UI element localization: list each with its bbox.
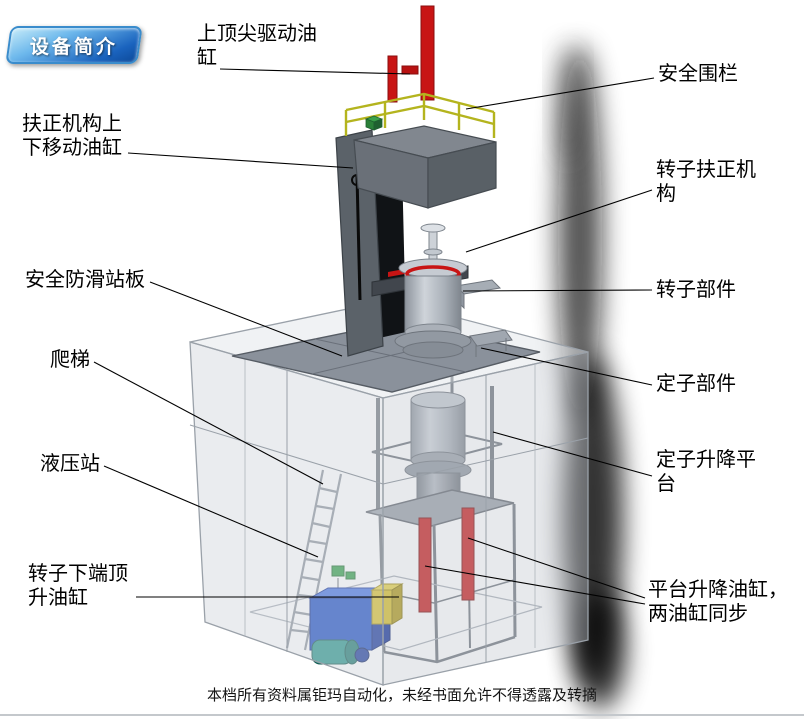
leader-hydraulic-station [103, 465, 319, 558]
leader-safety-fence [465, 77, 655, 110]
title-badge-label: 设备简介 [29, 36, 118, 58]
label-rotor-bottom-cylinder: 转子下端顶升油缸 [28, 563, 128, 609]
stator-bracket-graphic [469, 329, 513, 357]
leader-stator-part [480, 347, 653, 386]
label-top-cylinder: 上顶尖驱动油缸 [197, 23, 317, 69]
label-anti-slip-plate: 安全防滑站板 [25, 269, 145, 291]
leader-ladder [93, 361, 324, 485]
leader-anti-slip-plate [149, 281, 343, 357]
label-hydraulic-station: 液压站 [40, 453, 100, 475]
platform-lift-cylinders-graphic [418, 507, 475, 613]
bottom-divider [0, 714, 804, 716]
head-assembly-graphic [353, 125, 497, 209]
label-platform-cylinders: 平台升降油缸，两油缸同步 [648, 579, 788, 625]
label-rotor-part: 转子部件 [656, 279, 736, 301]
leader-platform-cylinders-1 [467, 537, 646, 599]
label-stator-part: 定子部件 [656, 373, 736, 395]
leader-centering-move-cylinder [127, 152, 354, 169]
leader-top-cylinder [219, 68, 411, 75]
top-drive-cylinder-graphic [387, 5, 435, 103]
label-stator-lift-platform: 定子升降平台 [656, 449, 756, 495]
leader-stator-lift-platform [492, 431, 653, 477]
footer-note: 本档所有资料属钜玛自动化，未经书面允许不得透露及转摘 [206, 687, 597, 704]
label-rotor-centering: 转子扶正机构 [656, 159, 756, 205]
green-block-graphic [364, 115, 384, 131]
leader-rotor-part [462, 289, 653, 292]
rotor-assembly-graphic [371, 223, 502, 359]
leader-platform-cylinders-2 [424, 565, 646, 605]
title-badge: 设备简介 [5, 26, 143, 64]
label-ladder: 爬梯 [50, 349, 90, 371]
leader-lines [93, 68, 655, 605]
label-safety-fence: 安全围栏 [658, 63, 738, 85]
hydraulic-station-graphic [308, 565, 404, 665]
leader-rotor-centering [465, 189, 653, 253]
shadow-smudge [558, 45, 626, 710]
label-centering-cylinder: 扶正机构上下移动油缸 [22, 113, 122, 159]
stator-lift-tower-graphic [365, 376, 517, 664]
